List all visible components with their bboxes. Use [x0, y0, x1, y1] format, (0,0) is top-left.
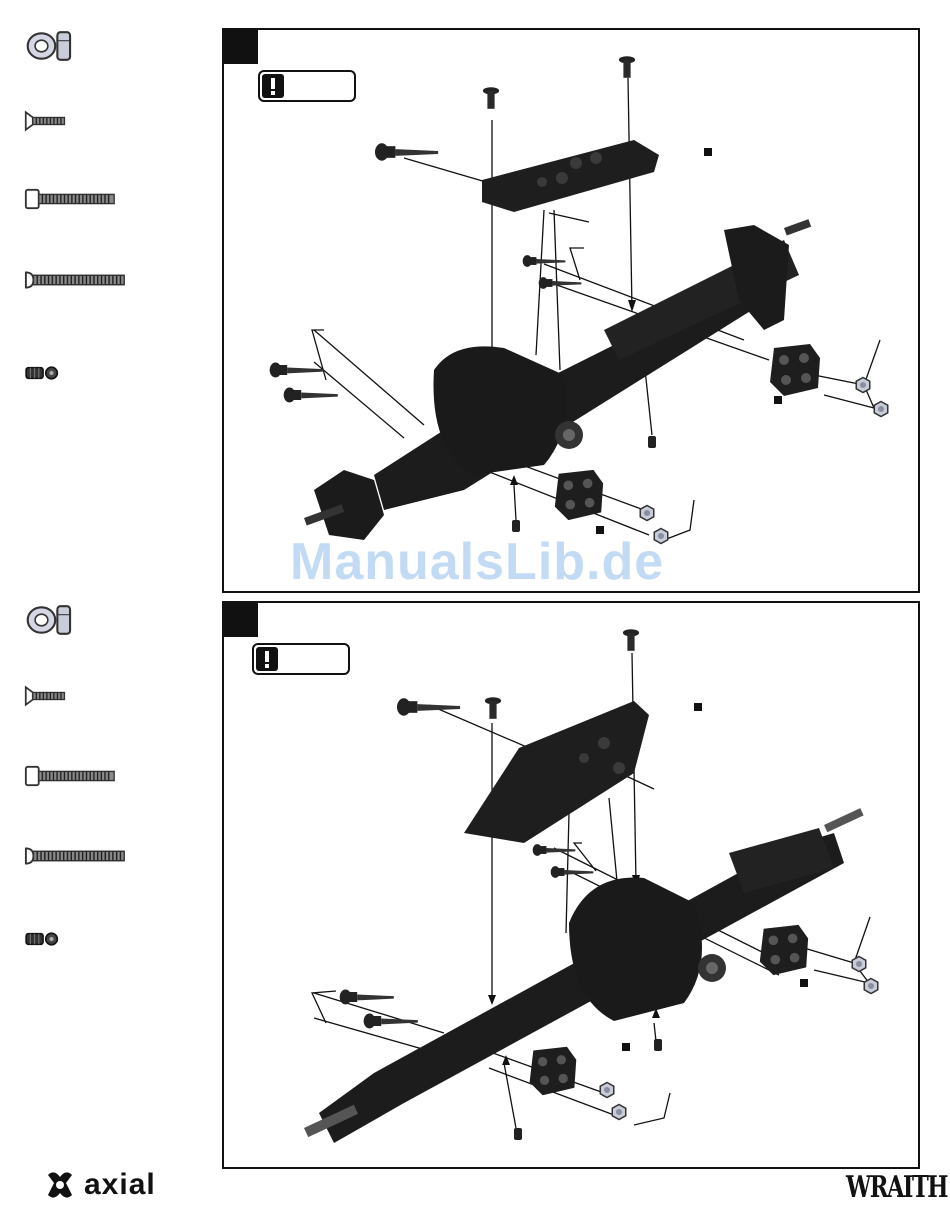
step-panel-front-axle: [222, 28, 920, 593]
brand-logo-text: axial: [84, 1168, 156, 1202]
button-head-screw-icon: [24, 844, 128, 868]
model-logo: WRAITH: [846, 1170, 947, 1205]
set-screw-icon: [24, 930, 60, 948]
watermark: ManualsLib.de: [290, 532, 664, 592]
cap-head-screw-icon: [24, 764, 116, 788]
rear-axle-assembly-drawing: [224, 603, 920, 1169]
button-head-screw-icon: [24, 268, 128, 292]
axial-logo-icon: [44, 1169, 76, 1201]
set-screw-icon: [24, 364, 60, 382]
locknut-icon: [24, 28, 78, 64]
flat-head-screw-icon: [24, 109, 68, 133]
brand-logo: axial: [44, 1168, 156, 1202]
cap-head-screw-icon: [24, 187, 116, 211]
locknut-icon: [24, 602, 78, 638]
step-panel-rear-axle: [222, 601, 920, 1169]
flat-head-screw-icon: [24, 684, 68, 708]
front-axle-assembly-drawing: [224, 30, 920, 593]
